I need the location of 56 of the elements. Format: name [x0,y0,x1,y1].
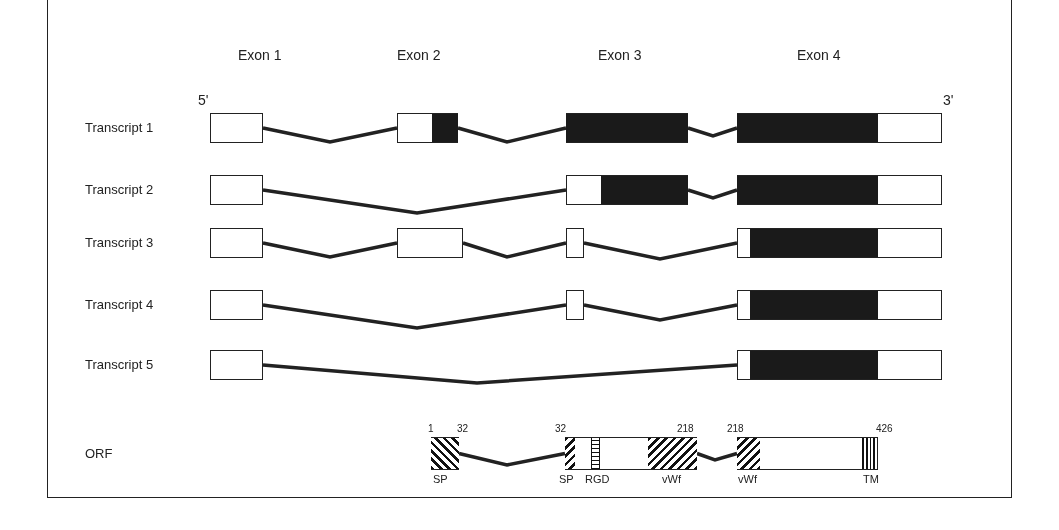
domain-label: RGD [585,473,610,485]
intron-line [457,126,567,144]
residue-number: 32 [555,423,567,434]
intron-line [262,363,738,385]
transcript-label: Transcript 5 [85,357,154,372]
exon-box [210,113,263,143]
transcript-label: Transcript 2 [85,182,154,197]
residue-number: 1 [428,423,434,434]
strand-end-label: 3' [943,92,954,108]
domain-label: SP [433,473,448,485]
intron-line [583,303,738,322]
exon-heading: Exon 2 [397,47,441,63]
exon-box [397,228,463,258]
exon-box [397,113,458,143]
intron-line [262,303,567,330]
residue-number: 218 [727,423,744,434]
exon-box [210,175,263,205]
exon-box [737,228,942,258]
intron-line [458,451,566,467]
intron-line [262,188,567,215]
intron-line [262,241,398,259]
exon-box [210,290,263,320]
domain-box [565,437,697,470]
transcript-label: Transcript 1 [85,120,154,135]
intron-line [262,126,398,144]
exon-box [737,350,942,380]
intron-line [583,241,738,261]
transcript-label: Transcript 3 [85,235,154,250]
residue-number: 218 [677,423,694,434]
domain-label: TM [863,473,879,485]
strand-end-label: 5' [198,92,209,108]
domain-label: vWf [738,473,757,485]
exon-box [566,113,688,143]
intron-line [696,451,738,462]
exon-box [210,350,263,380]
exon-box [210,228,263,258]
domain-box [737,437,878,470]
exon-box [566,290,584,320]
domain-box [431,437,459,470]
domain-label: vWf [662,473,681,485]
exon-box [737,290,942,320]
exon-box [566,228,584,258]
intron-line [462,241,567,259]
exon-heading: Exon 4 [797,47,841,63]
intron-line [687,126,738,138]
exon-heading: Exon 1 [238,47,282,63]
intron-line [687,188,738,200]
exon-box [737,175,942,205]
orf-label: ORF [85,446,113,461]
domain-label: SP [559,473,574,485]
transcript-label: Transcript 4 [85,297,154,312]
residue-number: 32 [457,423,469,434]
exon-box [737,113,942,143]
exon-box [566,175,688,205]
residue-number: 426 [876,423,893,434]
exon-heading: Exon 3 [598,47,642,63]
